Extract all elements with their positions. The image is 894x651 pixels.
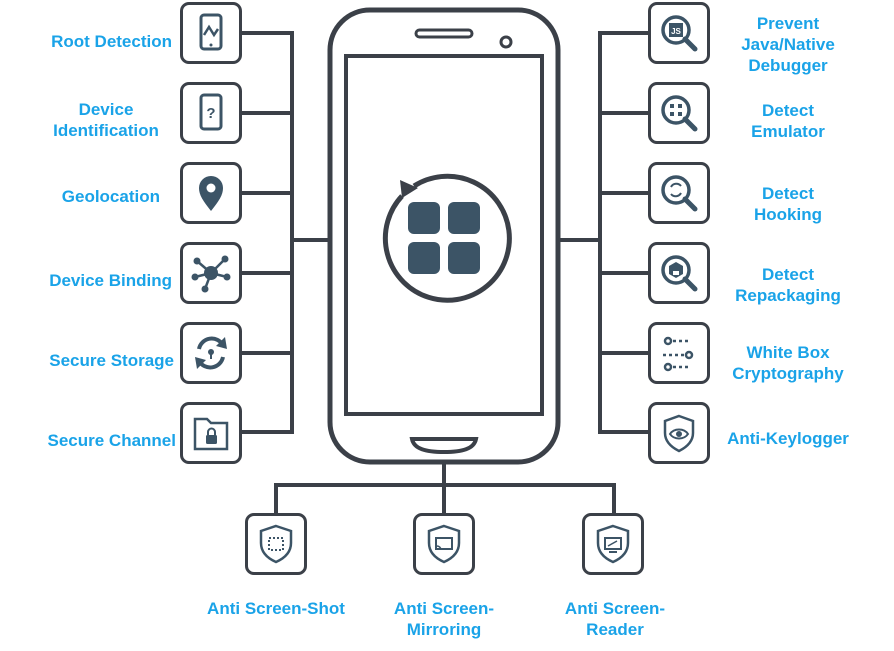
feature-label-device-identification: Device Identification xyxy=(53,100,159,140)
feature-label-anti-screen-shot: Anti Screen-Shot xyxy=(207,599,345,618)
feature-label-white-box-cryptography: White Box Cryptography xyxy=(732,343,844,383)
feature-label-detect-hooking: Detect Hooking xyxy=(754,184,822,224)
emulator-magnifier-icon xyxy=(648,82,710,144)
location-pin-icon xyxy=(180,162,242,224)
app-grid-refresh-icon xyxy=(382,173,512,303)
phone-question-icon: ? xyxy=(180,82,242,144)
shield-eye-icon xyxy=(648,402,710,464)
network-node-icon xyxy=(180,242,242,304)
hook-magnifier-icon xyxy=(648,162,710,224)
shield-reader-icon xyxy=(582,513,644,575)
crypto-key-icon xyxy=(648,322,710,384)
feature-label-secure-channel: Secure Channel xyxy=(47,431,177,450)
shield-cast-icon xyxy=(413,513,475,575)
feature-label-anti-screen-mirroring: Anti Screen-Mirroring xyxy=(393,599,495,639)
feature-label-anti-keylogger: Anti-Keylogger xyxy=(727,429,849,448)
feature-label-detect-emulator: Detect Emulator xyxy=(751,101,825,141)
feature-label-device-binding: Device Binding xyxy=(49,271,172,290)
lock-sync-icon xyxy=(180,322,242,384)
feature-label-root-detection: Root Detection xyxy=(51,32,172,51)
package-magnifier-icon xyxy=(648,242,710,304)
svg-text:JS: JS xyxy=(671,27,681,36)
js-magnifier-icon: JS xyxy=(648,2,710,64)
svg-text:?: ? xyxy=(206,105,215,122)
folder-lock-icon xyxy=(180,402,242,464)
feature-label-geolocation: Geolocation xyxy=(61,187,160,206)
shield-screenshot-icon xyxy=(245,513,307,575)
feature-label-secure-storage: Secure Storage xyxy=(49,351,174,370)
phone-trend-icon xyxy=(180,2,242,64)
feature-label-anti-screen-reader: Anti Screen-Reader xyxy=(564,599,666,639)
feature-label-detect-repackaging: Detect Repackaging xyxy=(735,265,841,305)
feature-label-prevent-debugger: Prevent Java/Native Debugger xyxy=(741,14,835,75)
